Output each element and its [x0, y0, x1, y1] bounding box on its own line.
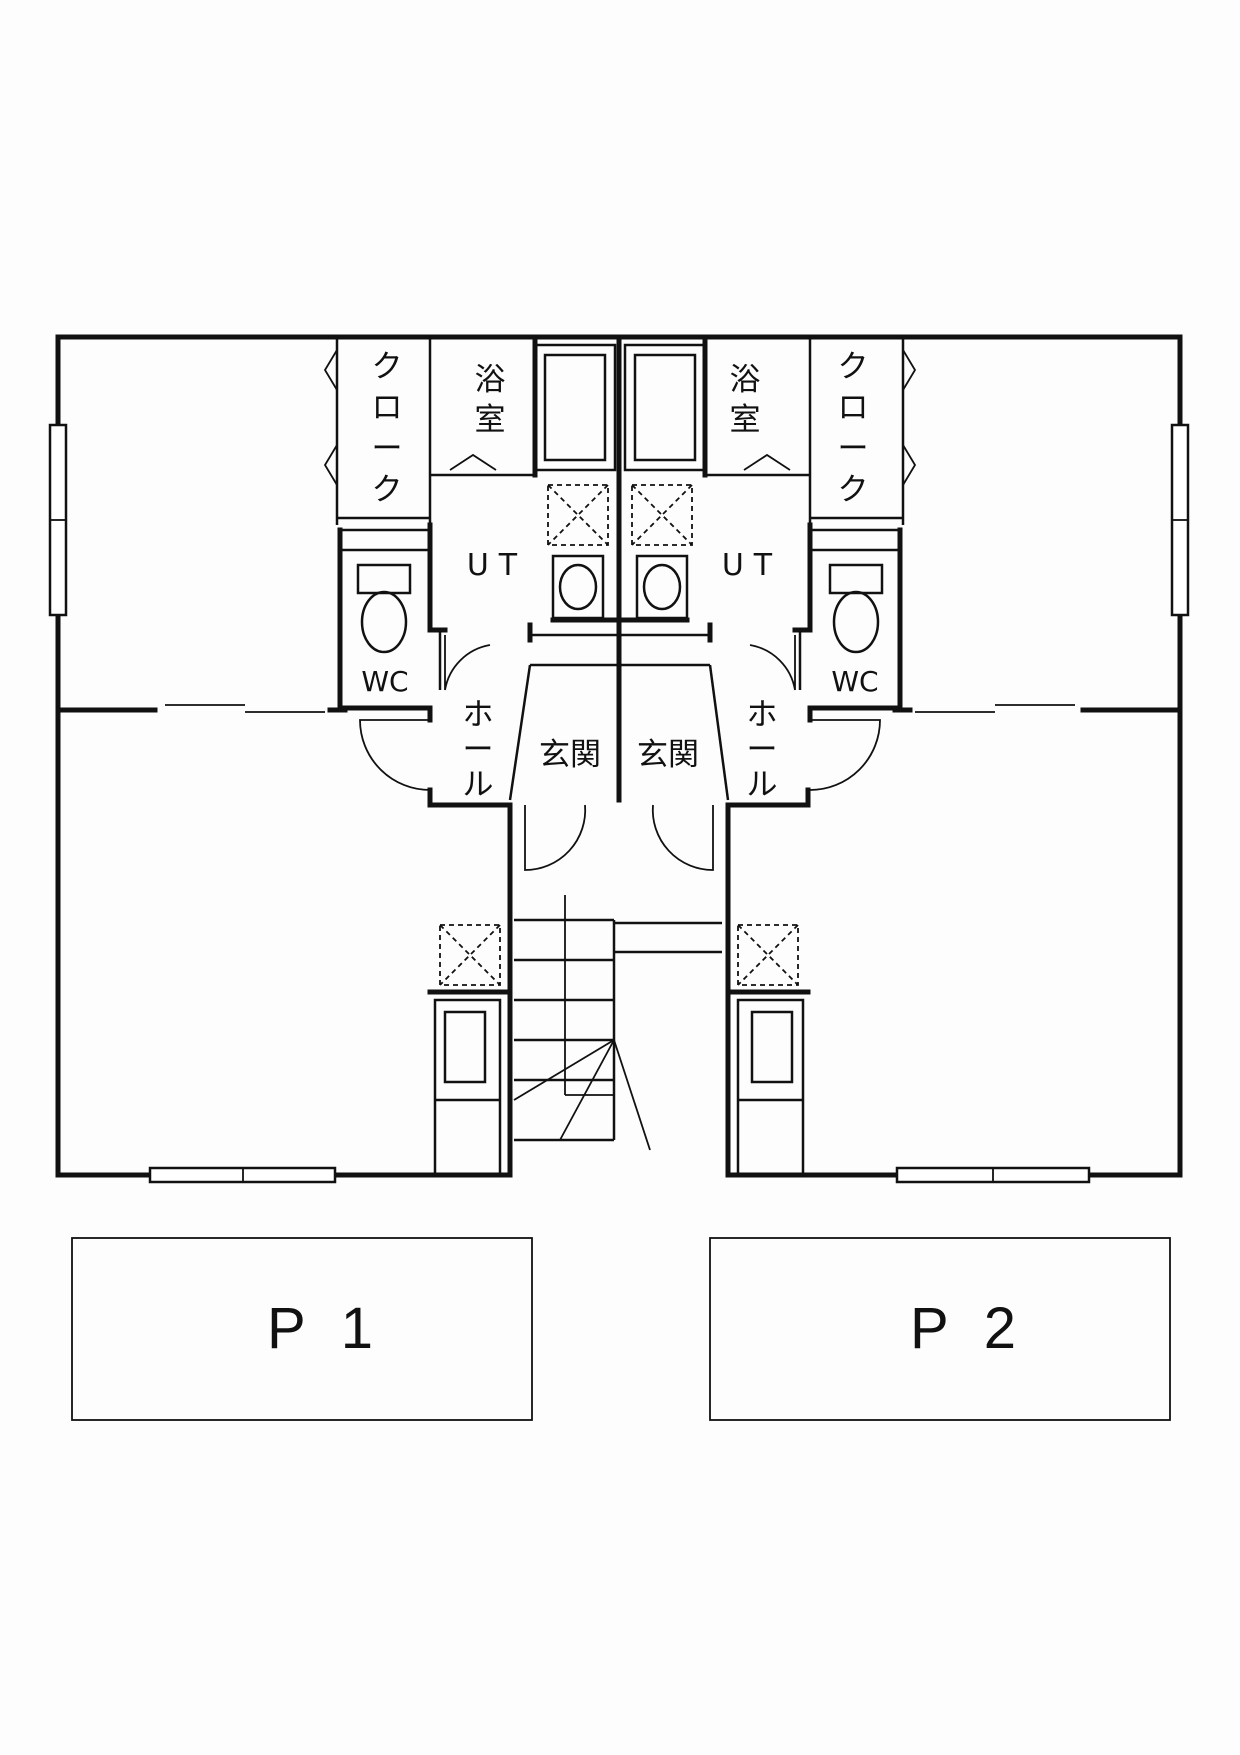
parking-label-p1: P 1 — [267, 1296, 383, 1361]
left-toilet-label: WC — [361, 665, 408, 698]
left-cloak-label-1: ク — [372, 349, 403, 385]
parking-area: P 1 P 2 — [71, 1237, 1171, 1421]
outer-walls — [55, 334, 1183, 1178]
right-cloak-label-1: ク — [838, 349, 869, 385]
left-hall-label-3: ル — [463, 767, 494, 803]
right-hall-label-3: ル — [747, 767, 778, 803]
parking-label-p2: P 2 — [910, 1296, 1026, 1361]
staircase — [513, 895, 722, 1151]
right-toilet-label: WC — [831, 665, 878, 698]
right-unit — [616, 334, 1190, 1184]
left-unit — [48, 334, 622, 1184]
left-entrance-label: 玄関 — [539, 737, 601, 773]
left-utility-label: UT — [467, 548, 527, 583]
left-hall-label-1: ホ — [463, 697, 494, 733]
right-bath-label-1: 浴 — [730, 362, 761, 398]
left-cloak-label-3: ー — [372, 431, 403, 467]
right-cloak-label-2: ロ — [838, 390, 869, 426]
right-hall-label-1: ホ — [747, 697, 778, 733]
right-utility-label: UT — [722, 548, 782, 583]
left-bath-label-1: 浴 — [475, 362, 506, 398]
right-bath-label-2: 室 — [730, 402, 761, 438]
parking-space-p2 — [709, 1237, 1171, 1421]
right-cloak-label-4: ク — [838, 472, 869, 508]
left-cloak-label-4: ク — [372, 472, 403, 508]
right-cloak-label-3: ー — [838, 431, 869, 467]
right-hall-label-2: ー — [747, 732, 778, 768]
left-cloak-label-2: ロ — [372, 390, 403, 426]
right-entrance-label: 玄関 — [637, 737, 699, 773]
left-bath-label-2: 室 — [475, 402, 506, 438]
parking-space-p1 — [71, 1237, 533, 1421]
room-labels: ク ロ ー ク 浴 室 UT WC ホ ー ル 玄関 ク ロ ー ク 浴 室 U… — [361, 349, 878, 803]
left-hall-label-2: ー — [463, 732, 494, 768]
